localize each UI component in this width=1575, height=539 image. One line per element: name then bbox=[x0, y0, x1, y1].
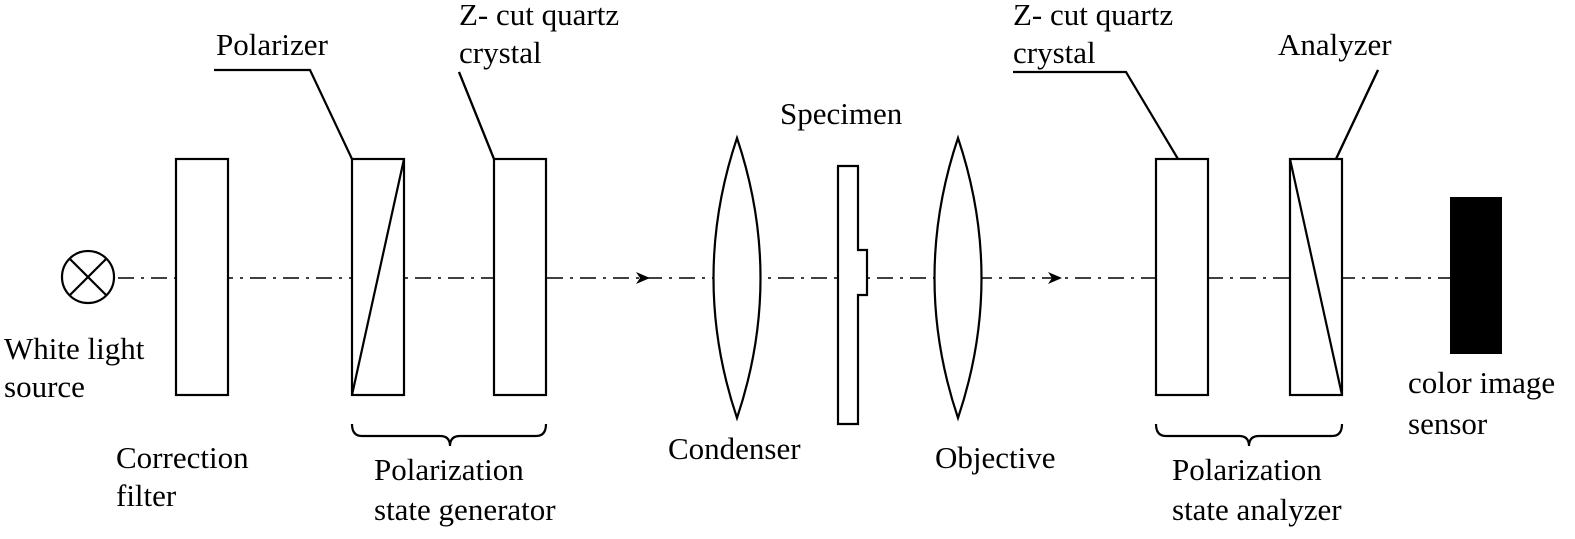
specimen-label: Specimen bbox=[780, 96, 903, 131]
quartz-crystal-2-label: Z- cut quartz crystal bbox=[1013, 0, 1181, 70]
correction-filter bbox=[174, 157, 230, 397]
color-image-sensor bbox=[1450, 197, 1502, 354]
psg-brace bbox=[350, 423, 548, 447]
polarizer-label: Polarizer bbox=[216, 27, 329, 62]
analyzer bbox=[1288, 157, 1344, 397]
psa-label: Polarization state analyzer bbox=[1172, 452, 1342, 527]
quartz-crystal-2-leader-line bbox=[1013, 70, 1179, 160]
polarizer-leader-line bbox=[214, 68, 353, 160]
condenser-lens bbox=[712, 134, 762, 422]
objective-lens bbox=[933, 134, 983, 422]
psa-brace bbox=[1154, 423, 1344, 447]
quartz-crystal-1-label: Z- cut quartz crystal bbox=[459, 0, 627, 70]
arrowhead-icon bbox=[1048, 272, 1062, 284]
condenser-label: Condenser bbox=[668, 431, 801, 466]
psg-label: Polarization state generator bbox=[374, 452, 556, 527]
polarizer bbox=[350, 157, 406, 397]
light-source bbox=[60, 249, 116, 305]
light-source-label: White light source bbox=[4, 331, 152, 404]
arrowhead-icon bbox=[636, 272, 650, 284]
quartz-crystal-1 bbox=[492, 157, 548, 397]
quartz-crystal-2 bbox=[1154, 157, 1210, 397]
correction-filter-label: Correction filter bbox=[116, 440, 256, 513]
sensor-label: color image sensor bbox=[1408, 365, 1563, 441]
objective-label: Objective bbox=[935, 440, 1056, 475]
specimen bbox=[836, 164, 869, 426]
analyzer-label: Analyzer bbox=[1278, 27, 1392, 62]
